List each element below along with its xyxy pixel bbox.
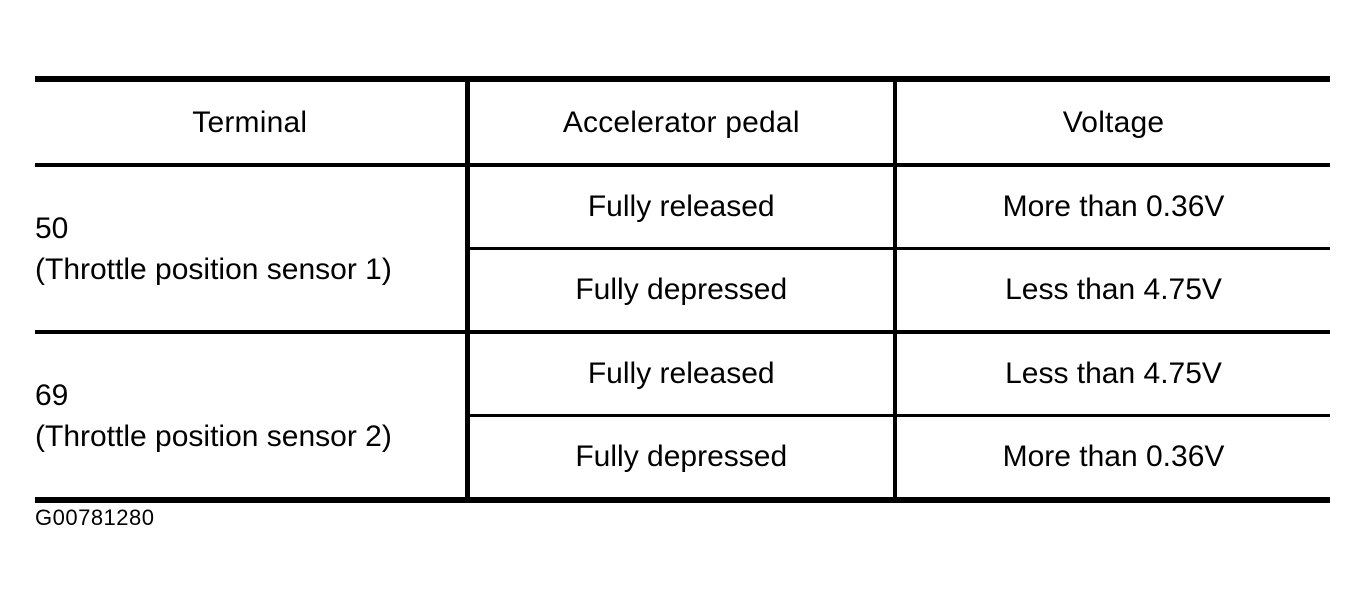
specification-table: Terminal Accelerator pedal Voltage 50 (T…: [35, 76, 1330, 503]
table-header-row: Terminal Accelerator pedal Voltage: [35, 76, 1330, 167]
terminal-cell-69: 69 (Throttle position sensor 2): [35, 332, 470, 503]
terminal-label-69: 69 (Throttle position sensor 2): [35, 378, 392, 453]
table-row: Fully depressed More than 0.36V: [35, 415, 1330, 503]
voltage-value: More than 0.36V: [895, 415, 1330, 503]
terminal-cell-50: 50 (Throttle position sensor 1): [35, 165, 470, 334]
pedal-state-value: Fully released: [467, 165, 897, 250]
table-row: 69 (Throttle position sensor 2) Fully re…: [35, 332, 1330, 503]
pedal-state-value: Fully depressed: [467, 415, 897, 503]
pedal-state-value: Fully released: [467, 332, 897, 417]
column-header-terminal: Terminal: [35, 76, 470, 167]
terminal-label-50: 50 (Throttle position sensor 1): [35, 211, 392, 286]
column-header-accelerator-pedal: Accelerator pedal: [467, 76, 897, 167]
table-row: Fully depressed Less than 4.75V: [35, 248, 1330, 334]
voltage-value: Less than 4.75V: [895, 248, 1330, 334]
table-row: 50 (Throttle position sensor 1) Fully re…: [35, 165, 1330, 334]
column-header-voltage: Voltage: [895, 76, 1330, 167]
voltage-value: Less than 4.75V: [895, 332, 1330, 417]
voltage-value: More than 0.36V: [895, 165, 1330, 250]
pedal-state-value: Fully depressed: [467, 248, 897, 334]
figure-caption: G00781280: [35, 505, 155, 530]
